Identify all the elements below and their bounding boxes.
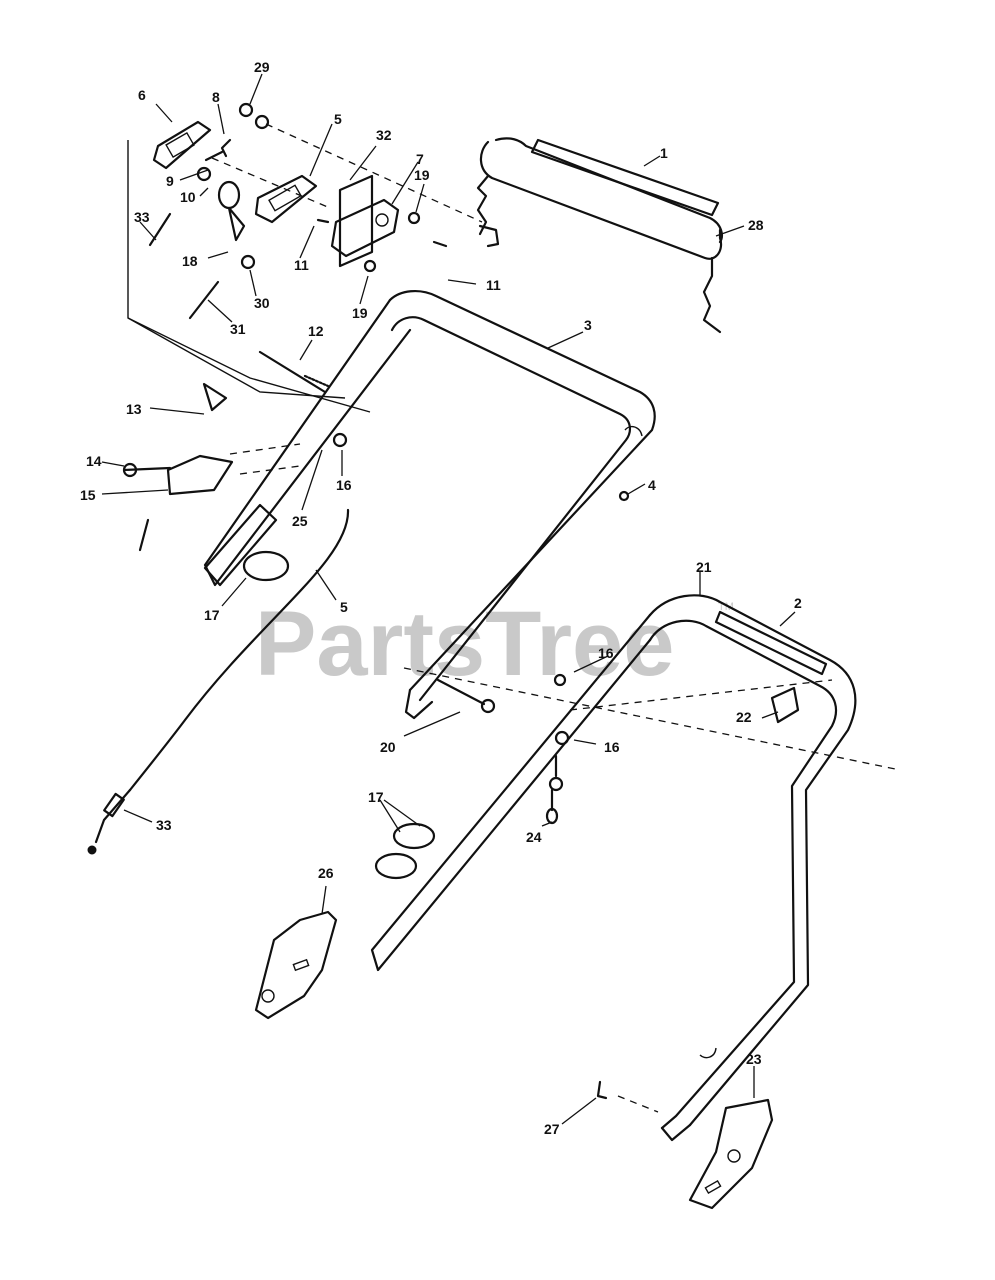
assembly-lines <box>211 123 901 1113</box>
callout-25: 25 <box>292 513 308 529</box>
callout-1: 1 <box>660 145 668 161</box>
part-2-grip <box>714 610 828 676</box>
callout-labels: 1 2 3 4 5 5 6 7 8 9 10 11 11 12 13 14 15… <box>80 59 802 1137</box>
callout-3: 3 <box>584 317 592 333</box>
callout-22: 22 <box>736 709 752 725</box>
callout-11-left: 11 <box>294 257 309 273</box>
part-24-eyebolt <box>545 788 559 825</box>
part-3-upper-handle <box>203 290 656 720</box>
callout-5-cable: 5 <box>340 599 348 615</box>
callout-14: 14 <box>86 453 102 469</box>
callout-17-center: 17 <box>368 789 384 805</box>
callout-7: 7 <box>416 151 424 167</box>
callout-17-left: 17 <box>204 607 220 623</box>
callout-32: 32 <box>376 127 392 143</box>
part-5-switch-housing <box>254 174 318 224</box>
callout-8: 8 <box>212 89 220 105</box>
callout-29: 29 <box>254 59 270 75</box>
callout-15: 15 <box>80 487 96 503</box>
callout-19-right: 19 <box>414 167 430 183</box>
part-23-bracket <box>688 1098 774 1210</box>
callout-24: 24 <box>526 829 542 845</box>
callout-16-mid: 16 <box>598 645 614 661</box>
callout-23: 23 <box>746 1051 762 1067</box>
callout-16-upper: 16 <box>336 477 352 493</box>
part-2-lower-handle <box>370 594 857 1142</box>
callout-18: 18 <box>182 253 198 269</box>
cables <box>87 508 350 855</box>
callout-28: 28 <box>748 217 764 233</box>
callout-4: 4 <box>648 477 656 493</box>
callout-9: 9 <box>166 173 174 189</box>
callout-31: 31 <box>230 321 246 337</box>
part-6-bracket <box>152 120 212 170</box>
callout-27: 27 <box>544 1121 560 1137</box>
callout-21: 21 <box>696 559 712 575</box>
callout-26: 26 <box>318 865 334 881</box>
callout-20: 20 <box>380 739 396 755</box>
callout-33-bottom: 33 <box>156 817 172 833</box>
part-28-bail-handle <box>476 137 723 334</box>
callout-13: 13 <box>126 401 142 417</box>
callout-19-lower: 19 <box>352 305 368 321</box>
part-32-plate <box>338 174 374 268</box>
callout-30: 30 <box>254 295 270 311</box>
callout-12: 12 <box>308 323 324 339</box>
callout-11-right: 11 <box>486 277 501 293</box>
callout-10: 10 <box>180 189 196 205</box>
leader-lines <box>101 73 796 1125</box>
callout-6: 6 <box>138 87 146 103</box>
explode-boundary <box>127 140 371 413</box>
callout-33-left: 33 <box>134 209 150 225</box>
callout-2: 2 <box>794 595 802 611</box>
part-7-block <box>330 198 400 258</box>
callout-16-lower: 16 <box>604 739 620 755</box>
part-17-clips <box>242 550 436 880</box>
callout-5-top: 5 <box>334 111 342 127</box>
part-26-bracket <box>254 910 338 1020</box>
